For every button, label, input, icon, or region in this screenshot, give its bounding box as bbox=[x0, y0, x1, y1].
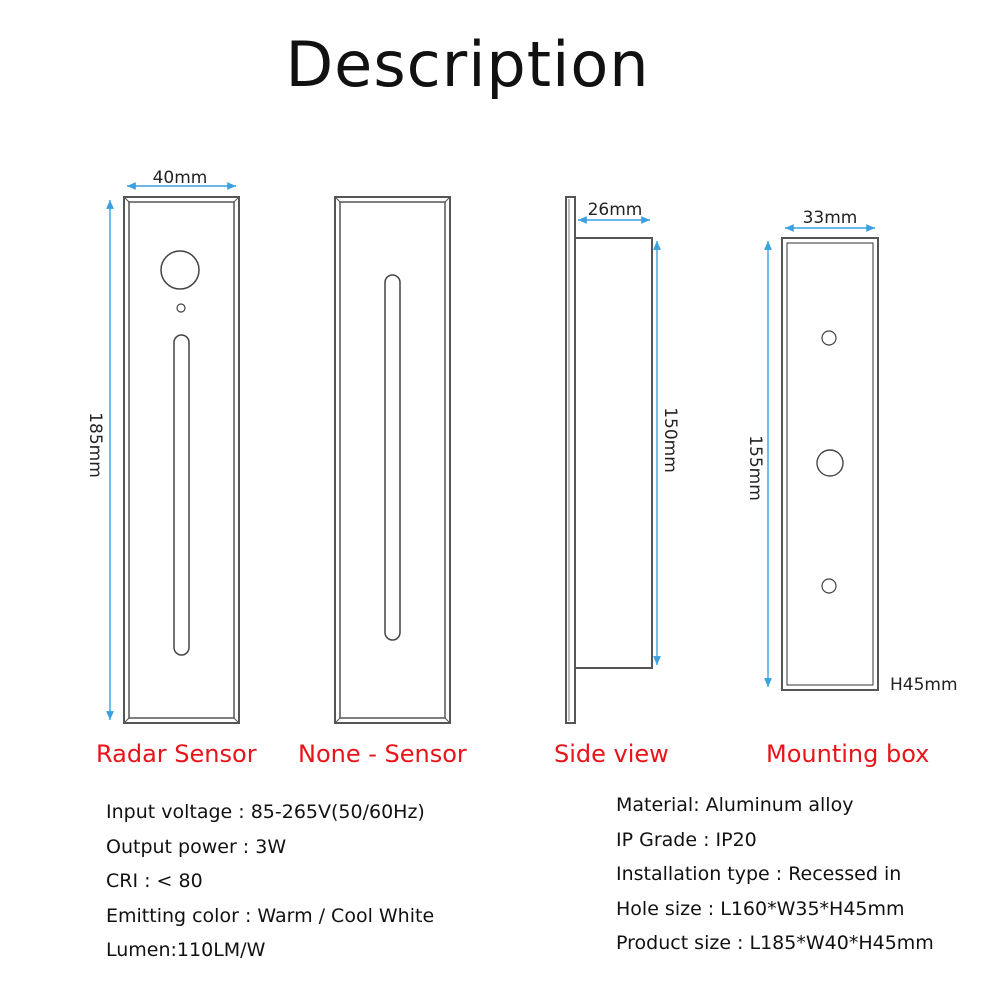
spec-output-power: Output power : 3W bbox=[106, 835, 287, 858]
light-slot bbox=[384, 274, 401, 641]
radar-sensor-icon bbox=[160, 250, 200, 290]
box-height-label: 155mm bbox=[745, 435, 765, 501]
radar-height-label: 185mm bbox=[85, 412, 105, 478]
page-title: Description bbox=[285, 28, 650, 101]
spec-input-voltage: Input voltage : 85-265V(50/60Hz) bbox=[106, 801, 425, 823]
box-width-label: 33mm bbox=[803, 208, 858, 228]
indicator-dot-icon bbox=[176, 303, 186, 313]
spec-lumen: Lumen:110LM/W bbox=[106, 939, 266, 961]
side-depth-label: 26mm bbox=[588, 200, 643, 220]
side-view bbox=[565, 196, 653, 724]
caption-none-sensor: None - Sensor bbox=[298, 740, 467, 768]
side-height-label: 150mm bbox=[660, 407, 680, 473]
caption-mounting-box: Mounting box bbox=[766, 740, 930, 768]
caption-side-view: Side view bbox=[554, 740, 669, 768]
cable-hole-icon bbox=[816, 449, 844, 477]
spec-ip-grade: IP Grade : IP20 bbox=[616, 828, 757, 851]
screw-hole-icon bbox=[821, 330, 837, 346]
caption-radar-sensor: Radar Sensor bbox=[96, 740, 257, 768]
radar-sensor-panel bbox=[123, 196, 240, 724]
spec-product-size: Product size : L185*W40*H45mm bbox=[616, 932, 934, 954]
spec-cri: CRI : < 80 bbox=[106, 870, 203, 892]
screw-hole-icon bbox=[821, 578, 837, 594]
spec-hole-size: Hole size : L160*W35*H45mm bbox=[616, 897, 905, 920]
box-depth-label: H45mm bbox=[890, 675, 958, 695]
specs-left: Input voltage : 85-265V(50/60Hz) Output … bbox=[106, 795, 434, 968]
none-sensor-panel bbox=[334, 196, 451, 724]
specs-right: Material: Aluminum alloy IP Grade : IP20… bbox=[616, 788, 934, 961]
light-slot bbox=[173, 334, 190, 656]
radar-width-label: 40mm bbox=[153, 168, 208, 188]
spec-emitting-color: Emitting color : Warm / Cool White bbox=[106, 904, 435, 927]
spec-material: Material: Aluminum alloy bbox=[616, 794, 854, 816]
mounting-box bbox=[781, 237, 879, 691]
spec-installation-type: Installation type : Recessed in bbox=[616, 863, 902, 885]
